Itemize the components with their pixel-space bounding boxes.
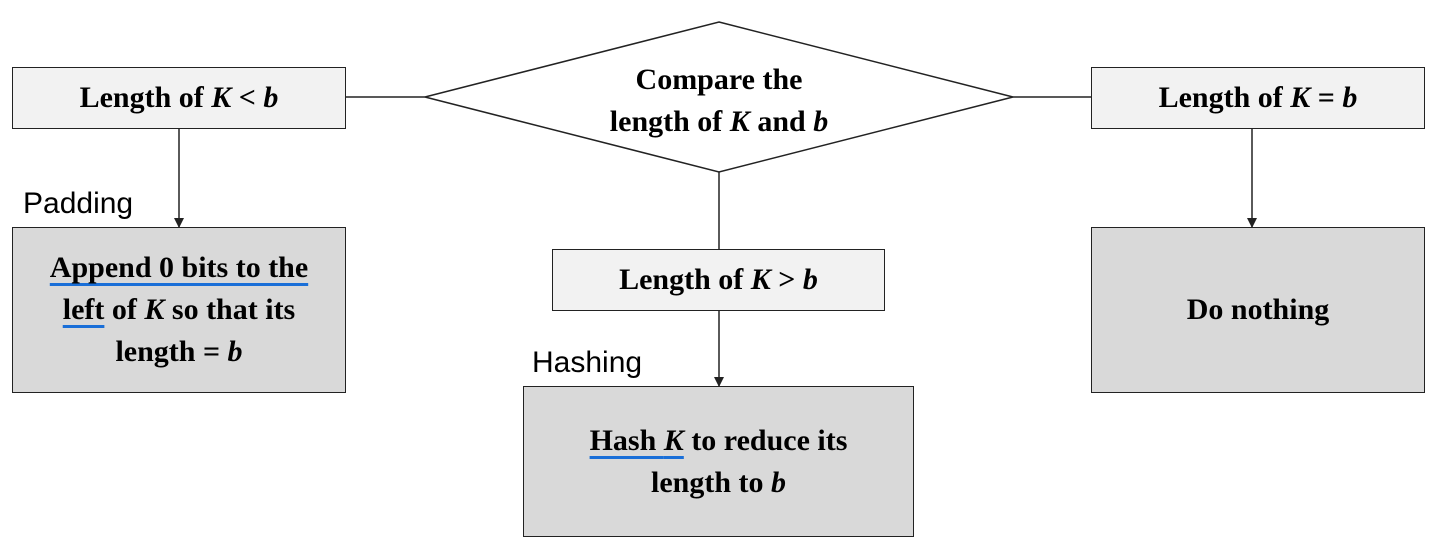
action-nothing-box: Do nothing: [1091, 227, 1425, 393]
decision-label-line2: length of K and b: [609, 105, 829, 138]
action-padding-line3: length = b: [115, 335, 243, 368]
action-padding-line2: left of K so that its: [62, 293, 296, 326]
condition-greater-label: Length of K > b: [619, 263, 818, 296]
action-hashing-box: Hash K to reduce its length to b: [523, 386, 914, 537]
action-padding-text: Append 0 bits to the left of K so that i…: [50, 247, 308, 373]
condition-less-label: Length of K < b: [79, 81, 279, 114]
action-padding-line1: Append 0 bits to the: [49, 251, 309, 284]
decision-label-line1: Compare the: [635, 63, 803, 96]
action-nothing-label: Do nothing: [1186, 293, 1330, 326]
action-hashing-text: Hash K to reduce its length to b: [590, 420, 848, 504]
action-padding-box: Append 0 bits to the left of K so that i…: [12, 227, 346, 393]
condition-less-box: Length of K < b: [12, 67, 346, 129]
condition-equal-box: Length of K = b: [1091, 67, 1425, 129]
condition-greater-box: Length of K > b: [552, 249, 885, 311]
condition-equal-label: Length of K = b: [1158, 81, 1358, 114]
action-hashing-line2: length to b: [651, 465, 786, 499]
decision-label: Compare the length of K and b: [500, 58, 938, 144]
edge-label-hashing: Hashing: [532, 346, 643, 379]
action-hashing-line1: Hash K to reduce its: [589, 423, 848, 457]
edge-label-padding: Padding: [23, 187, 134, 220]
